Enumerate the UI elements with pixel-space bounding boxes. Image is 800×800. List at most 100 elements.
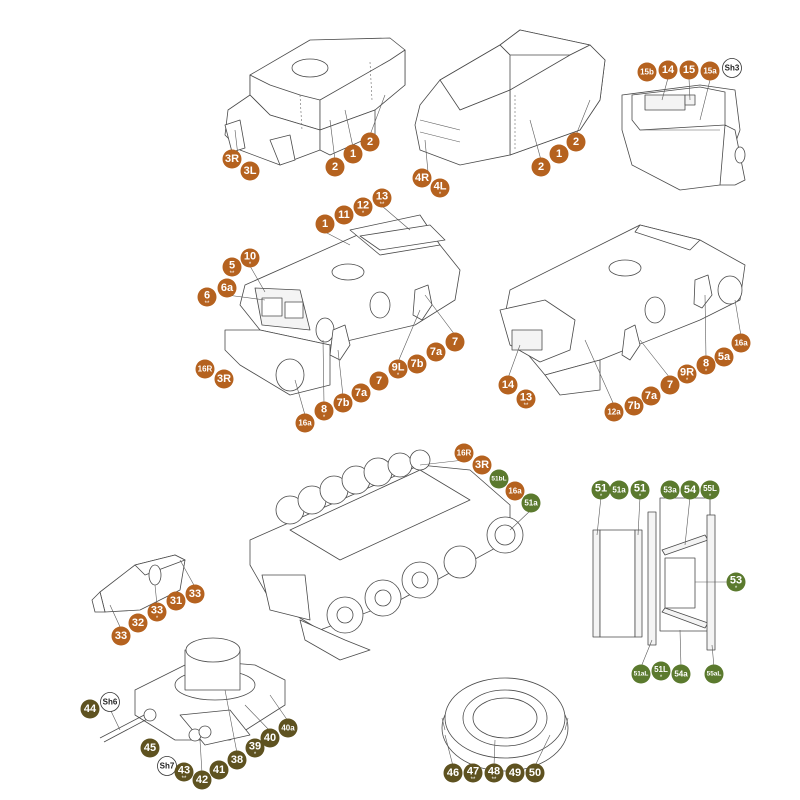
callout-label: 10 (244, 251, 256, 263)
callout-circle (700, 480, 720, 500)
turret-base-drawing (99, 637, 286, 746)
callout-marker: * (600, 494, 603, 500)
callout-circle (726, 572, 746, 592)
callout-label: 13 (520, 392, 532, 404)
callout-marker: * (323, 415, 326, 421)
small-bracket-drawing (91, 554, 186, 613)
part-callout: 7a (641, 386, 661, 406)
part-callout: 53a (660, 480, 680, 500)
part-callout: 32 (128, 613, 148, 633)
part-callout: 3L (240, 161, 260, 181)
callout-circle (240, 248, 260, 268)
callout-label: 16R (457, 449, 472, 458)
callout-circle (484, 763, 504, 783)
callout-label: 33 (151, 605, 163, 617)
callout-label: 51 (595, 483, 607, 495)
part-callout: 39* (245, 738, 265, 758)
part-callout: 54a (671, 664, 691, 684)
callout-marker: * (735, 586, 738, 592)
callout-circle (174, 762, 194, 782)
callout-marker: ** (380, 202, 385, 208)
callout-marker: ** (182, 776, 187, 782)
part-callout: 42 (192, 770, 212, 790)
callout-label: 4L (434, 181, 447, 193)
callout-marker: ** (205, 301, 210, 307)
part-callout: 13** (516, 389, 536, 409)
callout-label: 5a (718, 351, 731, 363)
callout-circle (677, 364, 697, 384)
callout-circle (227, 750, 247, 770)
part-callout: 51aL (631, 664, 651, 684)
part-callout: 10* (240, 248, 260, 268)
part-callout: 11 (334, 205, 354, 225)
callout-marker: * (686, 378, 689, 384)
callout-circle (631, 664, 651, 684)
callout-circle (197, 287, 217, 307)
callout-circle (369, 371, 389, 391)
part-callout: 51L* (651, 661, 671, 681)
callout-circle (679, 60, 699, 80)
part-callout: 14 (658, 60, 678, 80)
callout-label: 15a (703, 67, 717, 76)
callout-label: 12 (357, 200, 369, 212)
callout-circle (240, 161, 260, 181)
part-callout: 1 (549, 144, 569, 164)
callout-circle (147, 602, 167, 622)
callout-circle (407, 354, 427, 374)
part-callout: 1 (343, 144, 363, 164)
callout-label: 7a (645, 390, 658, 402)
callout-marker: ** (471, 777, 476, 783)
road-wheel-drawing (441, 677, 569, 772)
callout-circle (360, 132, 380, 152)
callout-label: 14 (502, 379, 515, 391)
part-callout: 3R (214, 369, 234, 389)
callout-circle (222, 149, 242, 169)
part-callout: 54 (680, 480, 700, 500)
callout-label: Sh6 (103, 698, 118, 707)
part-callout: 15 (679, 60, 699, 80)
callout-circle (641, 386, 661, 406)
callout-circle (637, 62, 657, 82)
detail-box-drawing (621, 84, 746, 191)
part-callout: 7b (624, 396, 644, 416)
callout-circle (505, 481, 525, 501)
callout-circle (445, 332, 465, 352)
callout-circle (505, 763, 525, 783)
part-callout: 4L* (430, 178, 450, 198)
part-callout: 5a (714, 347, 734, 367)
callout-circle (443, 763, 463, 783)
callout-circle (549, 144, 569, 164)
part-callout: 6a (217, 278, 237, 298)
callout-circle (430, 178, 450, 198)
callout-circle (222, 257, 242, 277)
part-callout: Sh3 (722, 58, 742, 78)
part-callout: 15a (700, 61, 720, 81)
part-callout: 33 (111, 626, 131, 646)
callout-label: 32 (132, 617, 144, 629)
upper-hull-right-drawing (414, 29, 606, 166)
callout-circle (516, 389, 536, 409)
callout-circle (591, 480, 611, 500)
part-callout: 2 (360, 132, 380, 152)
callout-label: 16a (298, 419, 312, 428)
part-callout: 44 (80, 699, 100, 719)
callout-circle (278, 718, 298, 738)
callout-marker: ** (492, 777, 497, 783)
part-callout: 33 (185, 584, 205, 604)
callout-circle (521, 493, 541, 513)
callout-label: 15 (683, 64, 695, 76)
callout-label: 16a (734, 339, 748, 348)
part-callout: 7a (351, 383, 371, 403)
part-callout: 45 (140, 738, 160, 758)
part-callout: 16R (454, 443, 474, 463)
upper-hull-left-drawing (224, 37, 406, 166)
strip-plates-drawing (592, 497, 716, 651)
callout-marker: * (254, 752, 257, 758)
callout-label: 7b (411, 358, 424, 370)
callout-label: 33 (189, 588, 201, 600)
callout-circle (217, 278, 237, 298)
callout-marker: * (439, 192, 442, 198)
part-callout: 7b (407, 354, 427, 374)
